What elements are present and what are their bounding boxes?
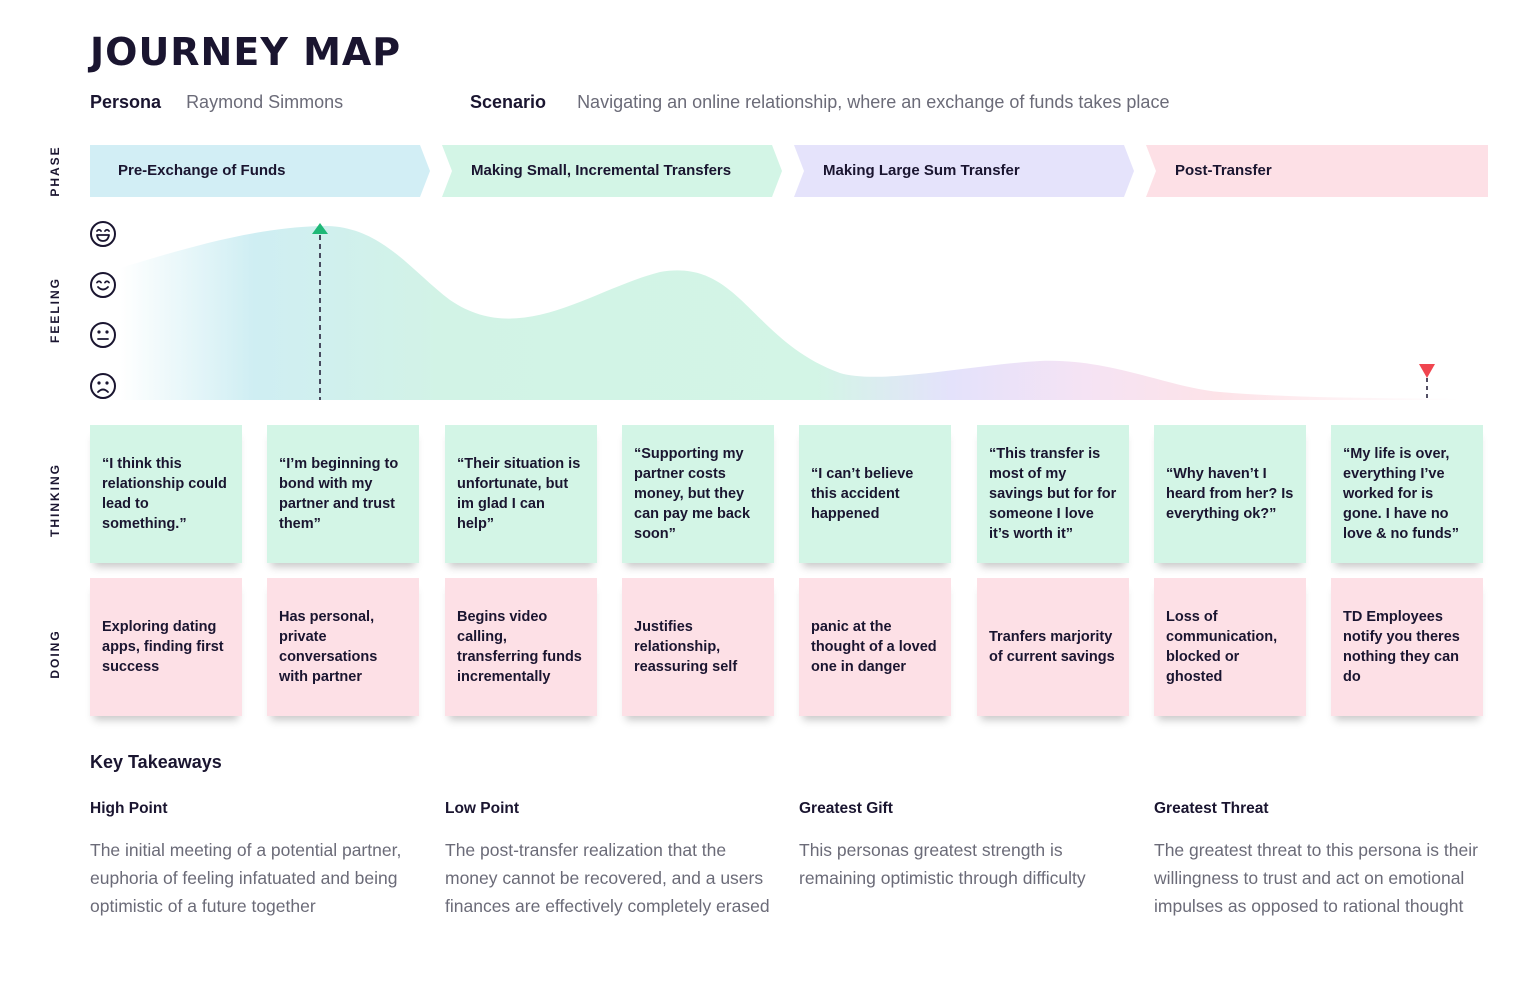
thinking-text-3: “Their situation is unfortunate, but im … <box>457 456 581 532</box>
low-point-marker <box>1419 364 1435 378</box>
takeaway-heading: Low Point <box>445 800 520 817</box>
row-label-doing: DOING <box>48 629 62 679</box>
doing-card-7: Loss of communication, blocked or ghoste… <box>1154 578 1306 716</box>
phase-arrows <box>90 145 1488 197</box>
scenario-label: Scenario <box>470 92 547 112</box>
takeaway-body: The initial meeting of a potential partn… <box>90 840 402 916</box>
thinking-card-5: “I can’t believe this accident happened <box>799 425 951 563</box>
takeaway-heading: High Point <box>90 800 168 817</box>
phase-arrow-3 <box>794 145 1134 197</box>
doing-card-1: Exploring dating apps, finding first suc… <box>90 578 242 716</box>
doing-text-6: Tranfers marjority of current savings <box>989 629 1115 665</box>
phase-label-2: Making Small, Incremental Transfers <box>471 162 732 179</box>
thinking-text-6: “This transfer is most of my savings but… <box>989 446 1117 542</box>
phase-label-3: Making Large Sum Transfer <box>823 162 1020 179</box>
doing-card-6: Tranfers marjority of current savings <box>977 578 1129 716</box>
doing-text-4: Justifies relationship, reassuring self <box>634 619 738 675</box>
takeaway-high-point: High Point The initial meeting of a pote… <box>90 800 420 920</box>
thinking-card-4: “Supporting my partner costs money, but … <box>622 425 774 563</box>
doing-text-2: Has personal, private conversations with… <box>279 609 378 685</box>
phase-label-4: Post-Transfer <box>1175 162 1272 179</box>
thinking-text-5: “I can’t believe this accident happened <box>811 466 914 522</box>
doing-card-3: Begins video calling, transferring funds… <box>445 578 597 716</box>
row-label-phase: PHASE <box>48 145 62 197</box>
neutral-face-icon <box>90 322 116 348</box>
thinking-text-8: “My life is over, everything I’ve worked… <box>1343 446 1459 542</box>
high-point-marker <box>312 223 328 234</box>
thinking-card-7: “Why haven’t I heard from her? Is everyt… <box>1154 425 1306 563</box>
thinking-text-4: “Supporting my partner costs money, but … <box>634 446 751 542</box>
phase-arrow-4 <box>1146 145 1488 197</box>
very-happy-face-icon <box>90 221 116 247</box>
thinking-card-2: “I’m beginning to bond with my partner a… <box>267 425 419 563</box>
scenario-info: Scenario Navigating an online relationsh… <box>470 92 1169 113</box>
takeaway-body: The post-transfer realization that the m… <box>445 840 770 916</box>
thinking-card-3: “Their situation is unfortunate, but im … <box>445 425 597 563</box>
thinking-text-1: “I think this relationship could lead to… <box>102 456 227 532</box>
doing-text-8: TD Employees notify you theres nothing t… <box>1343 609 1460 685</box>
takeaway-heading: Greatest Gift <box>799 800 893 817</box>
smile-face-icon <box>90 272 116 298</box>
thinking-text-2: “I’m beginning to bond with my partner a… <box>279 456 399 532</box>
sad-face-icon <box>90 373 116 399</box>
persona-label: Persona <box>90 92 162 112</box>
row-label-feeling: FEELING <box>48 277 62 344</box>
feeling-curve-chart <box>120 223 1460 400</box>
doing-card-8: TD Employees notify you theres nothing t… <box>1331 578 1483 716</box>
takeaway-heading: Greatest Threat <box>1154 800 1269 817</box>
phase-arrow-1 <box>90 145 430 197</box>
doing-card-2: Has personal, private conversations with… <box>267 578 419 716</box>
persona-value: Raymond Simmons <box>186 92 344 112</box>
key-takeaways-title: Key Takeaways <box>90 752 222 772</box>
phase-label-1: Pre-Exchange of Funds <box>118 162 286 179</box>
takeaway-greatest-gift: Greatest Gift This personas greatest str… <box>799 800 1129 892</box>
row-label-thinking: THINKING <box>48 463 62 537</box>
takeaway-body: The greatest threat to this persona is t… <box>1154 840 1478 916</box>
doing-text-3: Begins video calling, transferring funds… <box>457 609 582 685</box>
feeling-area <box>120 225 1460 400</box>
doing-text-5: panic at the thought of a loved one in d… <box>811 619 937 675</box>
phase-banner: Pre-Exchange of Funds Making Small, Incr… <box>90 145 1490 197</box>
doing-card-4: Justifies relationship, reassuring self <box>622 578 774 716</box>
page-title: JOURNEY MAP <box>90 30 402 74</box>
phase-arrow-2 <box>442 145 782 197</box>
takeaway-low-point: Low Point The post-transfer realization … <box>445 800 775 920</box>
doing-text-1: Exploring dating apps, finding first suc… <box>102 619 224 675</box>
thinking-card-8: “My life is over, everything I’ve worked… <box>1331 425 1483 563</box>
thinking-card-1: “I think this relationship could lead to… <box>90 425 242 563</box>
doing-text-7: Loss of communication, blocked or ghoste… <box>1166 609 1278 685</box>
thinking-card-6: “This transfer is most of my savings but… <box>977 425 1129 563</box>
doing-card-5: panic at the thought of a loved one in d… <box>799 578 951 716</box>
takeaway-body: This personas greatest strength is remai… <box>799 840 1086 888</box>
scenario-value: Navigating an online relationship, where… <box>577 92 1170 112</box>
takeaway-greatest-threat: Greatest Threat The greatest threat to t… <box>1154 800 1484 920</box>
thinking-text-7: “Why haven’t I heard from her? Is everyt… <box>1166 466 1294 522</box>
persona-info: Persona Raymond Simmons <box>90 92 343 113</box>
